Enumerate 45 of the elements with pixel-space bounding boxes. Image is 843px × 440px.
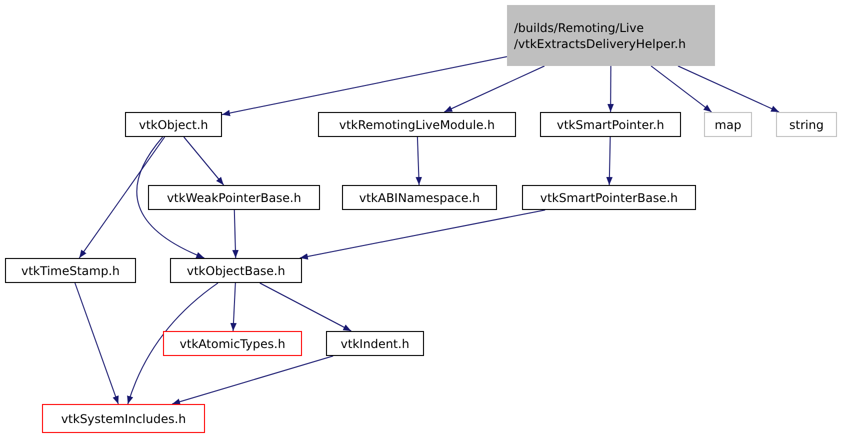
- file-name: string: [789, 116, 824, 132]
- arrow: [650, 66, 712, 112]
- arrow: [78, 136, 166, 258]
- arrow: [136, 136, 205, 258]
- file-name: /builds/Remoting/Live /vtkExtractsDeliveryHelper.h: [514, 20, 687, 52]
- file-box: [522, 185, 696, 210]
- file-name: vtkSystemIncludes.h: [61, 410, 186, 426]
- arrow: [299, 210, 546, 260]
- file-box: [125, 112, 222, 137]
- file-name: vtkRemotingLiveModule.h: [339, 116, 495, 132]
- arrow: [74, 282, 119, 404]
- file-box: [507, 5, 715, 66]
- file-box: [326, 331, 424, 356]
- file-box: [170, 258, 302, 283]
- file-name: vtkSmartPointerBase.h: [540, 190, 678, 206]
- file-name: vtkObjectBase.h: [186, 262, 286, 278]
- file-name: vtkWeakPointerBase.h: [166, 190, 302, 206]
- arrow: [444, 66, 546, 112]
- file-box: [42, 404, 205, 433]
- file-name: map: [714, 116, 742, 132]
- file-name: vtkIndent.h: [340, 336, 410, 352]
- file-name: vtkObject.h: [138, 116, 208, 132]
- arrow: [678, 66, 780, 112]
- file-box: [318, 112, 516, 137]
- file-name: vtkAtomicTypes.h: [180, 336, 286, 352]
- arrow: [183, 136, 224, 186]
- file-name: vtkTimeStamp.h: [21, 262, 120, 278]
- arrow: [606, 136, 613, 186]
- file-box: [148, 185, 320, 210]
- file-box: [342, 185, 497, 210]
- file-box: [540, 112, 681, 137]
- arrow: [222, 56, 508, 116]
- file-name: vtkSmartPointer.h: [556, 116, 664, 132]
- arrow: [607, 66, 614, 112]
- arrow: [172, 356, 334, 405]
- arrow: [416, 136, 422, 186]
- file-box: [704, 112, 752, 137]
- arrow: [232, 210, 239, 258]
- file-box: [776, 112, 837, 137]
- arrow: [127, 282, 218, 404]
- file-box: [163, 331, 302, 356]
- file-box: [5, 258, 136, 283]
- file-name: vtkABINamespace.h: [359, 190, 480, 206]
- arrow: [230, 282, 237, 332]
- arrow: [259, 282, 352, 332]
